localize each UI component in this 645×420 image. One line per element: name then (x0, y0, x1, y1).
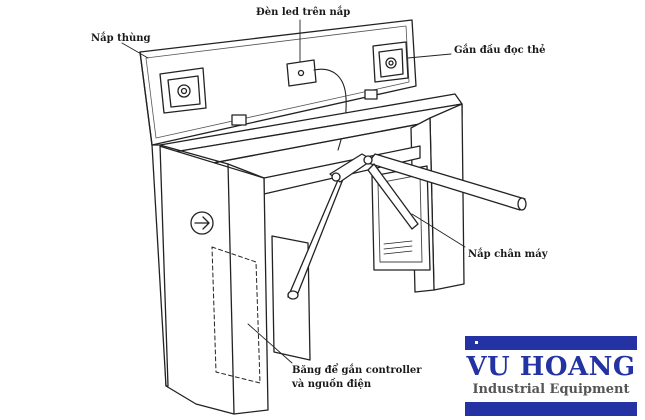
leader-lines (121, 19, 466, 364)
label-led: Đèn led trên nắp (256, 7, 351, 18)
card-reader-plate-left (159, 67, 207, 114)
logo-brand: VU HOANG (466, 352, 636, 382)
label-controller-line2: và nguồn điện (292, 379, 372, 390)
logo-top-bar (465, 336, 637, 350)
label-lid: Nắp thùng (91, 33, 151, 44)
label-base-cover: Nắp chân máy (468, 249, 548, 260)
vu-hoang-logo: VU HOANG Industrial Equipment (465, 336, 637, 416)
logo-tagline: Industrial Equipment (472, 382, 630, 397)
label-card-reader: Gắn đầu đọc thẻ (454, 45, 546, 56)
tripod-arms (287, 153, 527, 300)
logo-bottom-bar (465, 402, 637, 416)
lid (139, 19, 417, 146)
left-cabinet (151, 144, 269, 415)
label-controller-line1: Băng để gắn controller (292, 365, 422, 376)
card-reader-plate-right (372, 41, 409, 83)
